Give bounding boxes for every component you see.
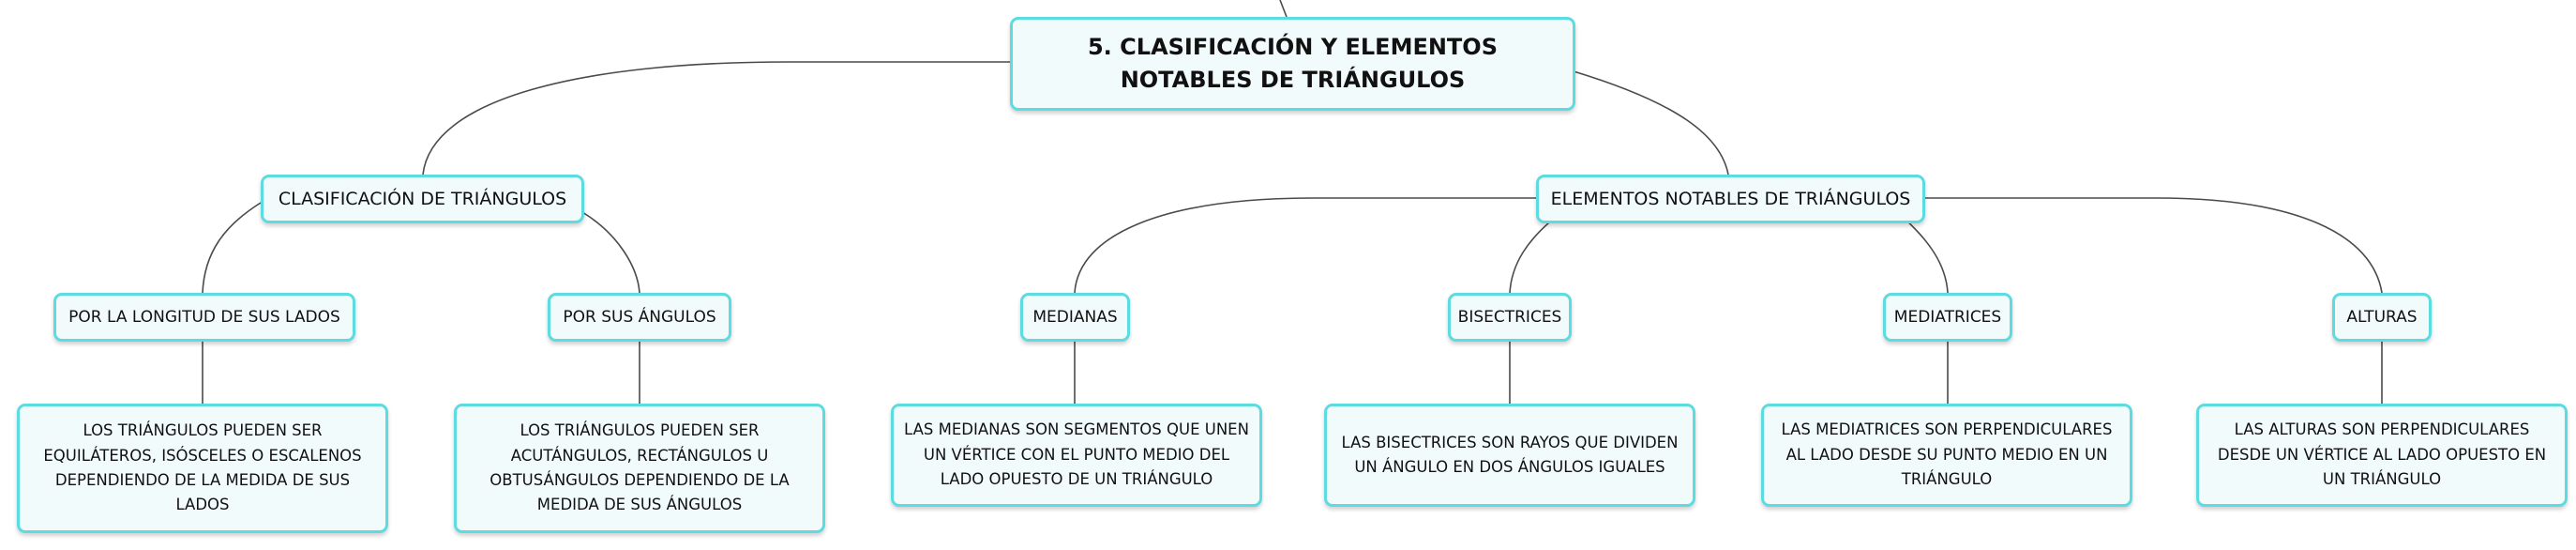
connector-root-to-elementos xyxy=(1573,70,1729,176)
topic-elementos[interactable]: ELEMENTOS NOTABLES DE TRIÁNGULOS xyxy=(1536,175,1925,223)
topic-longitud[interactable]: POR LA LONGITUD DE SUS LADOS xyxy=(53,293,355,342)
topic-alturas[interactable]: ALTURAS xyxy=(2332,293,2432,342)
topic-bisectrices-label: BISECTRICES xyxy=(1457,308,1562,327)
root-topic-title: 5. CLASIFICACIÓN Y ELEMENTOS NOTABLES DE… xyxy=(1087,34,1498,93)
connector-elementos-to-bisectrices xyxy=(1509,217,1556,294)
desc-longitud[interactable]: LOS TRIÁNGULOS PUEDEN SER EQUILÁTEROS, I… xyxy=(17,404,388,533)
root-topic[interactable]: 5. CLASIFICACIÓN Y ELEMENTOS NOTABLES DE… xyxy=(1010,17,1575,111)
connector-elementos-to-medianas xyxy=(1074,197,1536,294)
desc-alturas-text: LAS ALTURAS SON PERPENDICULARES DESDE UN… xyxy=(2217,420,2547,489)
topic-medianas-label: MEDIANAS xyxy=(1032,308,1118,327)
connector-clasificacion-to-longitud xyxy=(202,202,262,294)
desc-bisectrices[interactable]: LAS BISECTRICES SON RAYOS QUE DIVIDEN UN… xyxy=(1324,404,1695,507)
connector-clasificacion-to-angulos xyxy=(581,211,640,294)
topic-elementos-label: ELEMENTOS NOTABLES DE TRIÁNGULOS xyxy=(1550,189,1911,209)
topic-longitud-label: POR LA LONGITUD DE SUS LADOS xyxy=(68,308,340,327)
topic-bisectrices[interactable]: BISECTRICES xyxy=(1448,293,1572,342)
desc-angulos-text: LOS TRIÁNGULOS PUEDEN SER ACUTÁNGULOS, R… xyxy=(490,421,790,514)
desc-longitud-text: LOS TRIÁNGULOS PUEDEN SER EQUILÁTEROS, I… xyxy=(43,421,362,514)
connector-parent-to-root xyxy=(1279,0,1288,18)
topic-angulos-label: POR SUS ÁNGULOS xyxy=(563,308,716,327)
desc-medianas[interactable]: LAS MEDIANAS SON SEGMENTOS QUE UNEN UN V… xyxy=(891,404,1262,507)
connector-elementos-to-alturas xyxy=(1922,197,2383,294)
topic-medianas[interactable]: MEDIANAS xyxy=(1020,293,1130,342)
desc-medianas-text: LAS MEDIANAS SON SEGMENTOS QUE UNEN UN V… xyxy=(904,420,1249,489)
desc-mediatrices-text: LAS MEDIATRICES SON PERPENDICULARES AL L… xyxy=(1781,420,2113,489)
topic-mediatrices[interactable]: MEDIATRICES xyxy=(1883,293,2012,342)
connector-root-to-clasificacion xyxy=(422,61,1010,176)
topic-clasificacion[interactable]: CLASIFICACIÓN DE TRIÁNGULOS xyxy=(261,175,584,223)
connector-elementos-to-mediatrices xyxy=(1903,217,1949,294)
desc-bisectrices-text: LAS BISECTRICES SON RAYOS QUE DIVIDEN UN… xyxy=(1341,433,1679,476)
topic-angulos[interactable]: POR SUS ÁNGULOS xyxy=(548,293,731,342)
desc-mediatrices[interactable]: LAS MEDIATRICES SON PERPENDICULARES AL L… xyxy=(1761,404,2132,507)
topic-mediatrices-label: MEDIATRICES xyxy=(1893,308,2002,327)
topic-clasificacion-label: CLASIFICACIÓN DE TRIÁNGULOS xyxy=(278,189,567,209)
desc-angulos[interactable]: LOS TRIÁNGULOS PUEDEN SER ACUTÁNGULOS, R… xyxy=(454,404,825,533)
topic-alturas-label: ALTURAS xyxy=(2346,308,2418,327)
desc-alturas[interactable]: LAS ALTURAS SON PERPENDICULARES DESDE UN… xyxy=(2196,404,2568,507)
